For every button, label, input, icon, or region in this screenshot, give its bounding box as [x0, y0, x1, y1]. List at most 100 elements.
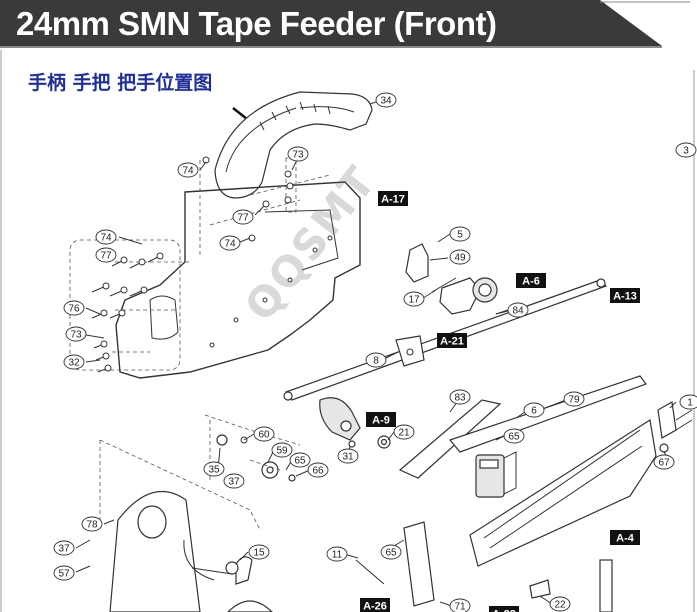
svg-text:67: 67 [658, 458, 670, 469]
callout-77: 77 [232, 209, 254, 225]
svg-text:76: 76 [68, 304, 80, 315]
svg-text:77: 77 [100, 251, 112, 262]
svg-text:73: 73 [292, 150, 304, 161]
side-plate [69, 160, 361, 379]
svg-text:8: 8 [373, 356, 379, 367]
callout-3: 3 [675, 142, 697, 158]
sprocket-assembly [405, 243, 513, 315]
svg-text:17: 17 [408, 295, 420, 306]
svg-text:3: 3 [683, 146, 689, 157]
svg-text:74: 74 [182, 166, 194, 177]
svg-text:60: 60 [258, 430, 270, 441]
svg-text:59: 59 [276, 446, 288, 457]
svg-text:A-13: A-13 [613, 291, 637, 303]
callout-77: 77 [95, 247, 117, 263]
svg-text:22: 22 [554, 600, 566, 611]
svg-text:1: 1 [687, 398, 693, 409]
ref-label-a-4: A-4 [610, 530, 640, 545]
exploded-diagram: 34 73 74 77 74 74 77 76 73 32 5 49 17 84 8 83 6 79 65 60 59 6… [0, 50, 697, 612]
callout-74: 74 [219, 235, 241, 251]
callout-32: 32 [63, 354, 85, 370]
svg-text:21: 21 [398, 428, 410, 439]
callout-66: 66 [307, 462, 329, 478]
callout-8: 8 [365, 352, 387, 368]
svg-text:65: 65 [294, 456, 306, 467]
svg-text:A-6: A-6 [522, 276, 540, 288]
svg-text:49: 49 [454, 253, 466, 264]
ref-label-a-26: A-26 [360, 598, 390, 612]
svg-text:15: 15 [253, 548, 265, 559]
rail-assembly [398, 375, 693, 567]
svg-text:57: 57 [58, 569, 70, 580]
callout-74: 74 [95, 229, 117, 245]
svg-text:78: 78 [86, 520, 98, 531]
svg-text:79: 79 [568, 395, 580, 406]
callout-49: 49 [449, 249, 471, 265]
svg-text:A-4: A-4 [616, 533, 635, 545]
svg-text:A-9: A-9 [372, 415, 390, 427]
callout-78: 78 [81, 516, 103, 532]
ref-label-a-6: A-6 [516, 273, 546, 288]
callout-76: 76 [63, 300, 85, 316]
svg-text:74: 74 [224, 239, 236, 250]
callout-84: 84 [507, 302, 529, 318]
svg-text:66: 66 [312, 466, 324, 477]
ref-label-a-21: A-21 [437, 333, 467, 348]
ref-label-a-13: A-13 [610, 288, 640, 303]
header-bar-shape [0, 0, 690, 48]
svg-text:35: 35 [208, 465, 220, 476]
svg-text:31: 31 [342, 452, 354, 463]
callout-labels: 34 73 74 77 74 74 77 76 73 32 5 49 17 84 8 83 6 79 65 60 59 6… [53, 92, 697, 612]
svg-text:34: 34 [380, 96, 392, 107]
callout-83: 83 [449, 389, 471, 405]
callout-5: 5 [449, 226, 471, 242]
svg-text:71: 71 [454, 602, 466, 612]
svg-text:83: 83 [454, 393, 466, 404]
callout-65: 65 [380, 544, 402, 560]
callout-17: 17 [403, 291, 425, 307]
svg-text:5: 5 [457, 230, 463, 241]
svg-text:65: 65 [385, 548, 397, 559]
callout-65: 65 [503, 428, 525, 444]
svg-text:A-17: A-17 [381, 194, 405, 206]
ref-label-a-22: A-22 [489, 606, 519, 612]
callout-73: 73 [65, 326, 87, 342]
svg-text:32: 32 [68, 358, 80, 369]
svg-text:65: 65 [508, 432, 520, 443]
svg-text:A-22: A-22 [492, 609, 516, 612]
callout-6: 6 [523, 402, 545, 418]
svg-text:74: 74 [100, 233, 112, 244]
callout-57: 57 [53, 565, 75, 581]
bracket-21 [395, 335, 425, 367]
svg-text:A-21: A-21 [440, 336, 464, 348]
svg-text:6: 6 [531, 406, 537, 417]
svg-text:84: 84 [512, 306, 524, 317]
callout-11: 11 [326, 546, 348, 562]
ref-label-a-17: A-17 [378, 191, 408, 206]
feeder-handle [214, 91, 373, 199]
callout-73: 73 [287, 146, 309, 162]
svg-text:37: 37 [228, 477, 240, 488]
callout-60: 60 [253, 426, 275, 442]
lever-assembly [319, 397, 391, 449]
callout-59: 59 [271, 442, 293, 458]
callout-34: 34 [375, 92, 397, 108]
callout-79: 79 [563, 391, 585, 407]
svg-text:77: 77 [237, 213, 249, 224]
svg-text:A-26: A-26 [363, 601, 387, 612]
callout-65: 65 [289, 452, 311, 468]
callout-74: 74 [177, 162, 199, 178]
svg-text:73: 73 [70, 330, 82, 341]
callout-31: 31 [337, 448, 359, 464]
bottom-cover [109, 491, 613, 612]
handle-position-annotation: 手柄 手把 把手位置图 [28, 72, 213, 94]
svg-text:37: 37 [58, 544, 70, 555]
callout-1: 1 [679, 394, 697, 410]
page-title: 24mm SMN Tape Feeder (Front) [16, 5, 497, 42]
header-bar: 24mm SMN Tape Feeder (Front) [0, 0, 697, 48]
callout-67: 67 [653, 454, 675, 470]
callout-71: 71 [449, 598, 471, 612]
callout-15: 15 [248, 544, 270, 560]
svg-text:11: 11 [332, 550, 343, 561]
callout-37: 37 [53, 540, 75, 556]
